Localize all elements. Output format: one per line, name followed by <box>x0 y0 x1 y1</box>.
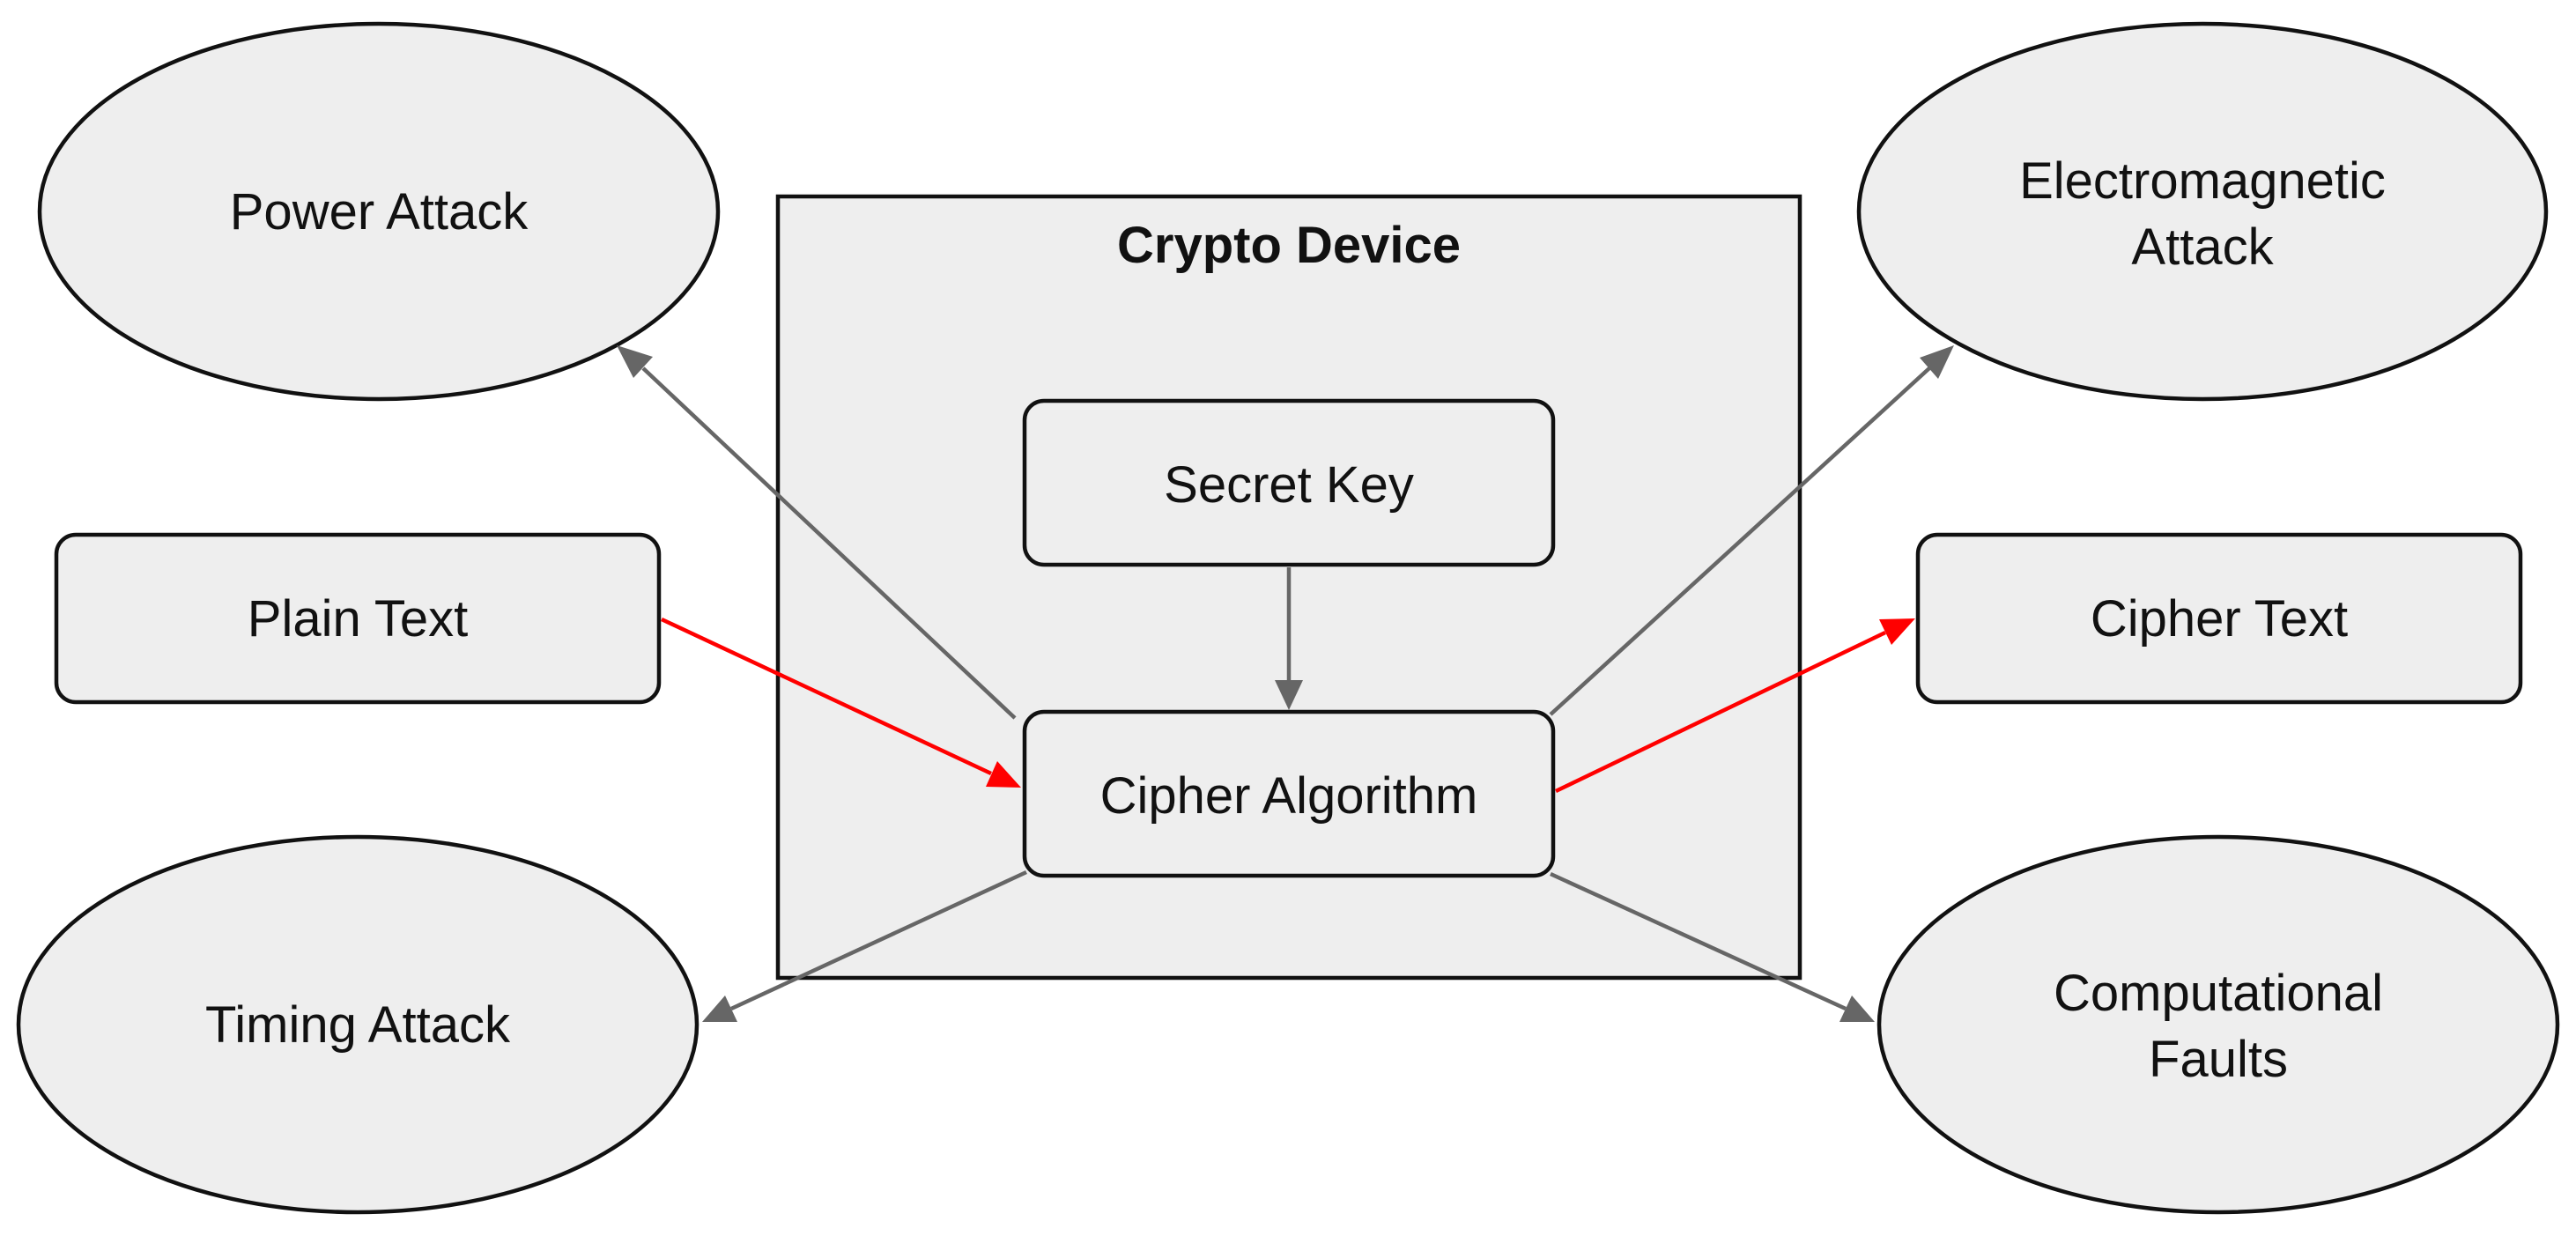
edge-plain-text-to-cipher-algorithm <box>661 617 1021 788</box>
cipher-text-label: Cipher Text <box>2091 590 2348 648</box>
edge-cipher-to-power-attack <box>617 345 1017 720</box>
computational-faults-label-line1: Computational <box>2054 965 2383 1022</box>
computational-faults-node <box>1876 834 2560 1215</box>
edge-cipher-algorithm-to-cipher-text <box>1555 618 1915 794</box>
power-attack-label: Power Attack <box>230 183 529 241</box>
computational-faults-label-line2: Faults <box>2149 1031 2288 1088</box>
timing-attack-node <box>16 834 700 1215</box>
electromagnetic-attack-node <box>1856 21 2549 402</box>
electromagnetic-attack-label-line2: Attack <box>2131 218 2274 276</box>
edge-cipher-to-electromagnetic-attack <box>1549 345 1954 716</box>
timing-attack-label: Timing Attack <box>205 996 511 1054</box>
edge-secret-key-to-cipher-algorithm <box>1275 567 1303 710</box>
cipher-algorithm-node <box>1022 709 1556 878</box>
edge-cipher-to-computational-faults <box>1550 871 1875 1022</box>
cipher-algorithm-label: Cipher Algorithm <box>1100 767 1478 825</box>
power-attack-node <box>37 21 721 402</box>
electromagnetic-attack-label-line1: Electromagnetic <box>2019 152 2386 210</box>
plain-text-node <box>54 532 662 705</box>
edge-cipher-to-timing-attack <box>702 870 1027 1022</box>
cipher-text-node <box>1915 532 2523 705</box>
secret-key-label: Secret Key <box>1164 456 1414 514</box>
crypto-device-title: Crypto Device <box>1117 217 1461 274</box>
secret-key-node <box>1022 398 1556 567</box>
plain-text-label: Plain Text <box>248 590 468 648</box>
